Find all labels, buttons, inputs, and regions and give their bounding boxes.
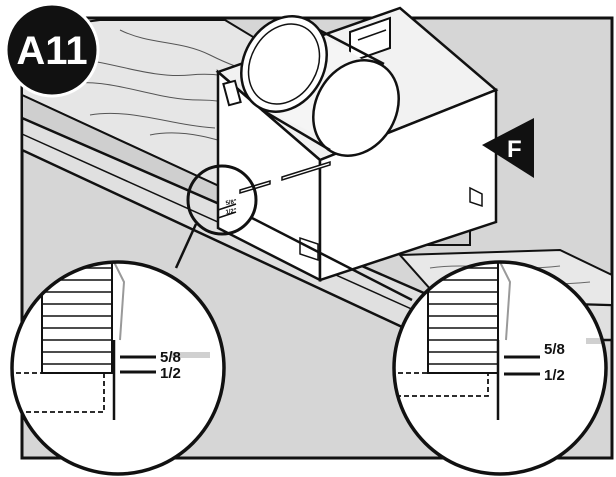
duct-collar (240, 15, 400, 157)
detail-circle-right: 5/8 1/2 (392, 260, 608, 476)
callout-circle (186, 164, 258, 236)
callout-leader-right (251, 216, 413, 302)
pointer-f-label: F (507, 136, 522, 163)
pointer-f: F (482, 118, 534, 178)
detail-right-mark-upper: 5/8 (544, 341, 565, 358)
detail-right-mark-lower: 1/2 (544, 367, 565, 384)
step-badge-label: A11 (16, 29, 87, 73)
detail-left-mark-lower: 1/2 (160, 365, 181, 382)
callout-leader-left (174, 223, 198, 269)
housing-mark-lower: 1/2" (225, 208, 237, 216)
detail-left-mark-upper: 5/8 (160, 349, 181, 366)
housing-mark-upper: 5/8" (225, 199, 237, 207)
detail-circle-left: 5/8 1/2 (10, 260, 226, 476)
step-badge: A11 (4, 2, 100, 98)
